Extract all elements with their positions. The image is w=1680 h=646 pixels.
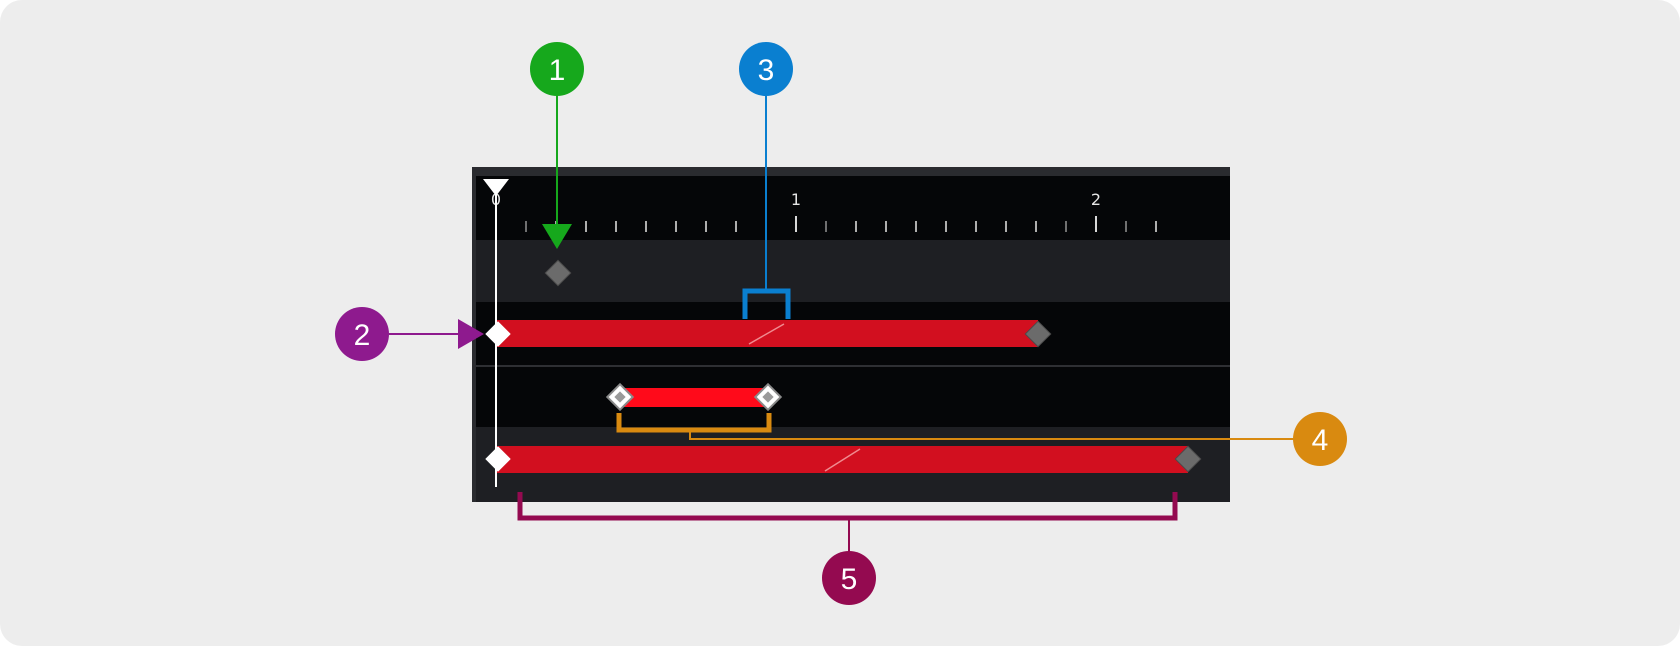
keyframe-active[interactable] (485, 321, 511, 347)
callout-2-number: 2 (354, 319, 371, 352)
track-row-1 (476, 240, 1230, 302)
callout-3-badge (739, 42, 793, 96)
track-row-3 (476, 367, 1230, 427)
keyframe-inactive[interactable] (1174, 445, 1202, 473)
clip-bar-selected[interactable] (618, 388, 770, 407)
callout-3-number: 3 (758, 54, 775, 87)
callout-2-arrowhead (458, 319, 484, 349)
callout-1: 1 (530, 42, 584, 249)
callout-4-leader (689, 430, 1295, 440)
timeline-top-bar (472, 167, 1230, 176)
callout-4: 4 (616, 412, 1347, 466)
callout-2: 2 (335, 307, 484, 361)
keyframes (485, 259, 1202, 473)
callout-5-bracket (517, 492, 1178, 521)
callout-1-number: 1 (549, 54, 566, 87)
callout-2-badge (335, 307, 389, 361)
callout-4-bracket (616, 413, 772, 433)
callout-3-bracket (742, 288, 791, 319)
keyframe-inactive[interactable] (1024, 320, 1052, 348)
callout-3: 3 (739, 42, 793, 319)
callout-5-number: 5 (841, 563, 858, 596)
callout-5-badge (822, 551, 876, 605)
callout-1-badge (530, 42, 584, 96)
clip-selected[interactable] (618, 388, 770, 407)
track-divider (476, 365, 1230, 367)
ruler-label-1: 1 (791, 190, 801, 209)
clip-interpolation-mark (748, 323, 785, 345)
ruler-label-2: 2 (1091, 190, 1101, 209)
keyframe-inactive[interactable] (544, 259, 572, 287)
keyframe-active[interactable] (485, 446, 511, 472)
playhead-handle[interactable] (483, 179, 509, 196)
callout-5: 5 (517, 492, 1178, 605)
callout-1-arrowhead (542, 224, 572, 249)
clip-interpolation-mark (824, 448, 861, 472)
clip-long-bottom[interactable] (496, 446, 1188, 473)
clip-long-top[interactable] (496, 320, 1038, 347)
callout-4-badge (1293, 412, 1347, 466)
callout-4-number: 4 (1312, 424, 1329, 457)
